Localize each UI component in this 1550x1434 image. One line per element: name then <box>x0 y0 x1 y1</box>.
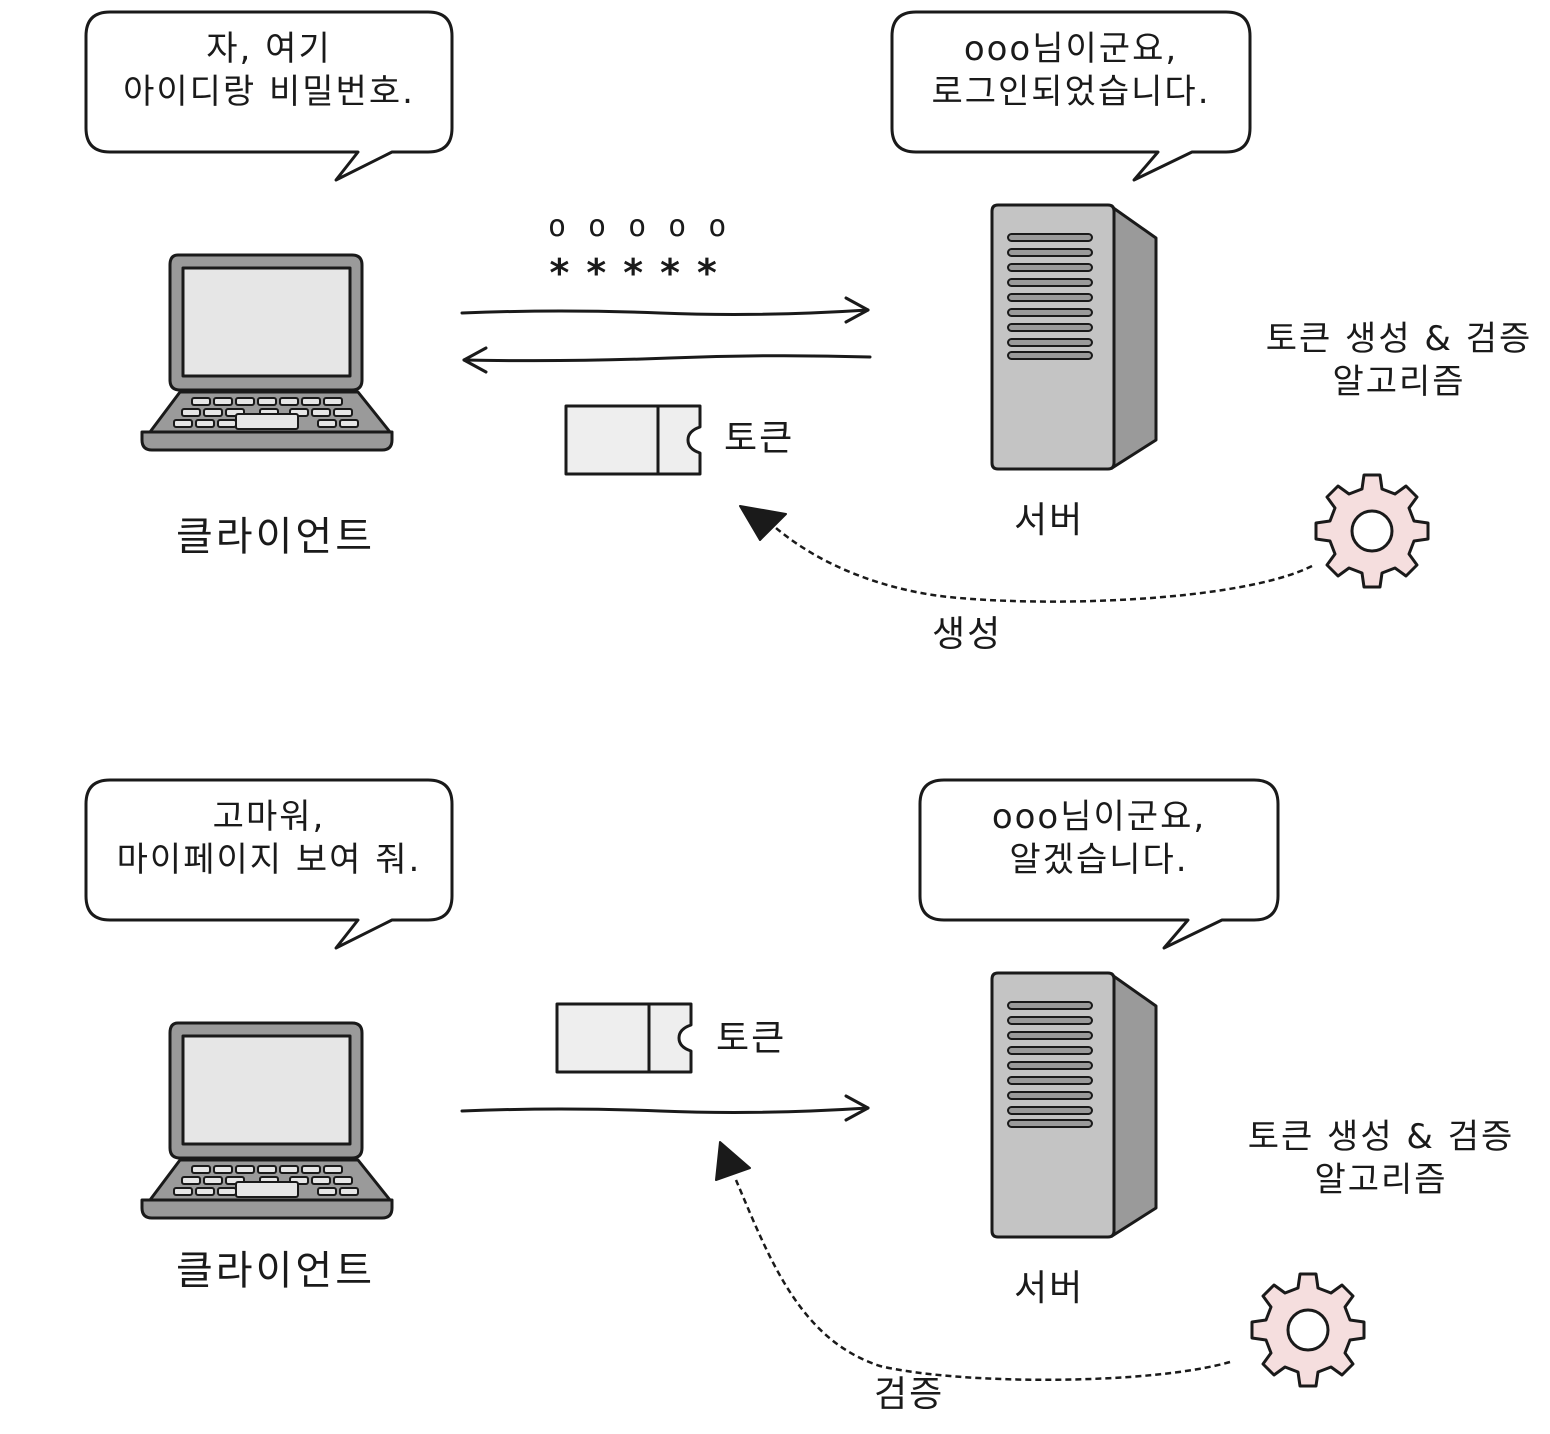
algorithm-label: 토큰 생성 & 검증 알고리즘 <box>1254 318 1544 403</box>
token-label: 토큰 <box>716 1018 787 1059</box>
request-with-token-arrow <box>460 1094 870 1122</box>
gear-icon <box>1250 1272 1366 1388</box>
client-speech-bubble <box>84 778 454 950</box>
response-arrow <box>462 346 872 374</box>
server-label: 서버 <box>1014 500 1085 541</box>
server-bubble-line1: ooo님이군요, <box>991 797 1207 837</box>
id-dots: ooooo <box>548 209 749 244</box>
algorithm-label: 토큰 생성 & 검증 알고리즘 <box>1236 1116 1526 1201</box>
generate-label: 생성 <box>932 614 1003 655</box>
token-icon <box>564 404 702 476</box>
generate-arrowhead-icon <box>739 505 787 541</box>
client-speech-bubble <box>84 10 454 182</box>
server-bubble-line1: ooo님이군요, <box>963 29 1179 69</box>
client-bubble-line1: 고마워, <box>212 797 326 837</box>
server-icon <box>990 971 1158 1239</box>
client-bubble-line1: 자, 여기 <box>206 29 332 69</box>
algorithm-label-line1: 토큰 생성 & 검증 <box>1247 1117 1515 1157</box>
request-arrow <box>460 296 870 324</box>
gear-icon <box>1314 473 1430 589</box>
server-speech-bubble <box>890 10 1252 182</box>
client-bubble-line2: 마이페이지 보여 줘. <box>116 839 422 880</box>
client-label: 클라이언트 <box>176 514 375 560</box>
password-mask: ***** <box>548 251 733 295</box>
server-bubble-line2: 로그인되었습니다. <box>931 71 1211 112</box>
client-label: 클라이언트 <box>176 1248 375 1294</box>
client-bubble-text: 고마워, 마이페이지 보여 줘. <box>86 796 452 881</box>
laptop-icon <box>140 1021 394 1220</box>
server-icon <box>990 203 1158 471</box>
token-icon <box>555 1002 693 1074</box>
verify-label: 검증 <box>874 1374 945 1415</box>
verify-arrowhead-icon <box>715 1141 751 1181</box>
server-speech-bubble <box>918 778 1280 950</box>
server-label: 서버 <box>1014 1268 1085 1309</box>
server-bubble-text: ooo님이군요, 로그인되었습니다. <box>892 28 1250 113</box>
algorithm-label-line1: 토큰 생성 & 검증 <box>1265 319 1533 359</box>
client-bubble-line2: 아이디랑 비밀번호. <box>123 71 415 112</box>
verify-flow-arrow <box>734 1179 1231 1382</box>
generate-flow-arrow <box>775 527 1313 603</box>
token-label: 토큰 <box>724 418 795 459</box>
laptop-icon <box>140 253 394 452</box>
algorithm-label-line2: 알고리즘 <box>1314 1159 1448 1200</box>
algorithm-label-line2: 알고리즘 <box>1332 361 1466 402</box>
client-bubble-text: 자, 여기 아이디랑 비밀번호. <box>86 28 452 113</box>
server-bubble-line2: 알겠습니다. <box>1009 839 1189 880</box>
server-bubble-text: ooo님이군요, 알겠습니다. <box>920 796 1278 881</box>
